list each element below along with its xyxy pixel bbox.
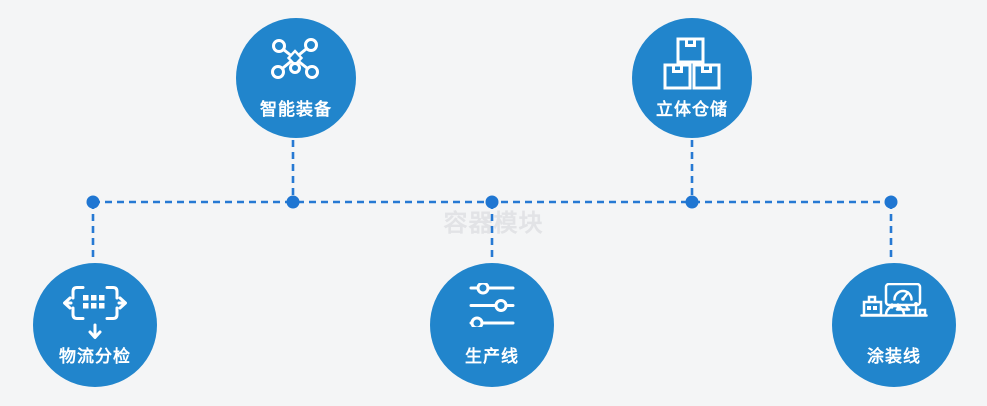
node-smart-equipment: 智能装备 xyxy=(236,18,356,138)
node-label: 生产线 xyxy=(465,347,519,367)
node-label: 物流分检 xyxy=(59,347,131,367)
node-label: 立体仓储 xyxy=(656,99,728,119)
sliders-icon xyxy=(469,282,515,327)
node-painting-line: 涂装线 xyxy=(832,263,956,387)
junction-dot xyxy=(884,195,898,209)
node-production-line: 生产线 xyxy=(430,263,554,387)
node-warehouse: 立体仓储 xyxy=(632,18,752,138)
node-logistics-sorting: 物流分检 xyxy=(33,263,157,387)
network-icon xyxy=(271,38,319,80)
junction-dot xyxy=(485,195,499,209)
stacked-boxes-icon xyxy=(663,37,721,90)
junction-dot xyxy=(685,195,699,209)
node-label: 涂装线 xyxy=(867,347,921,367)
node-label: 智能装备 xyxy=(260,99,332,119)
junction-dot xyxy=(286,195,300,209)
sorting-arrows-icon xyxy=(63,285,127,339)
junction-dot xyxy=(86,195,100,209)
paint-machine-icon xyxy=(860,282,928,317)
